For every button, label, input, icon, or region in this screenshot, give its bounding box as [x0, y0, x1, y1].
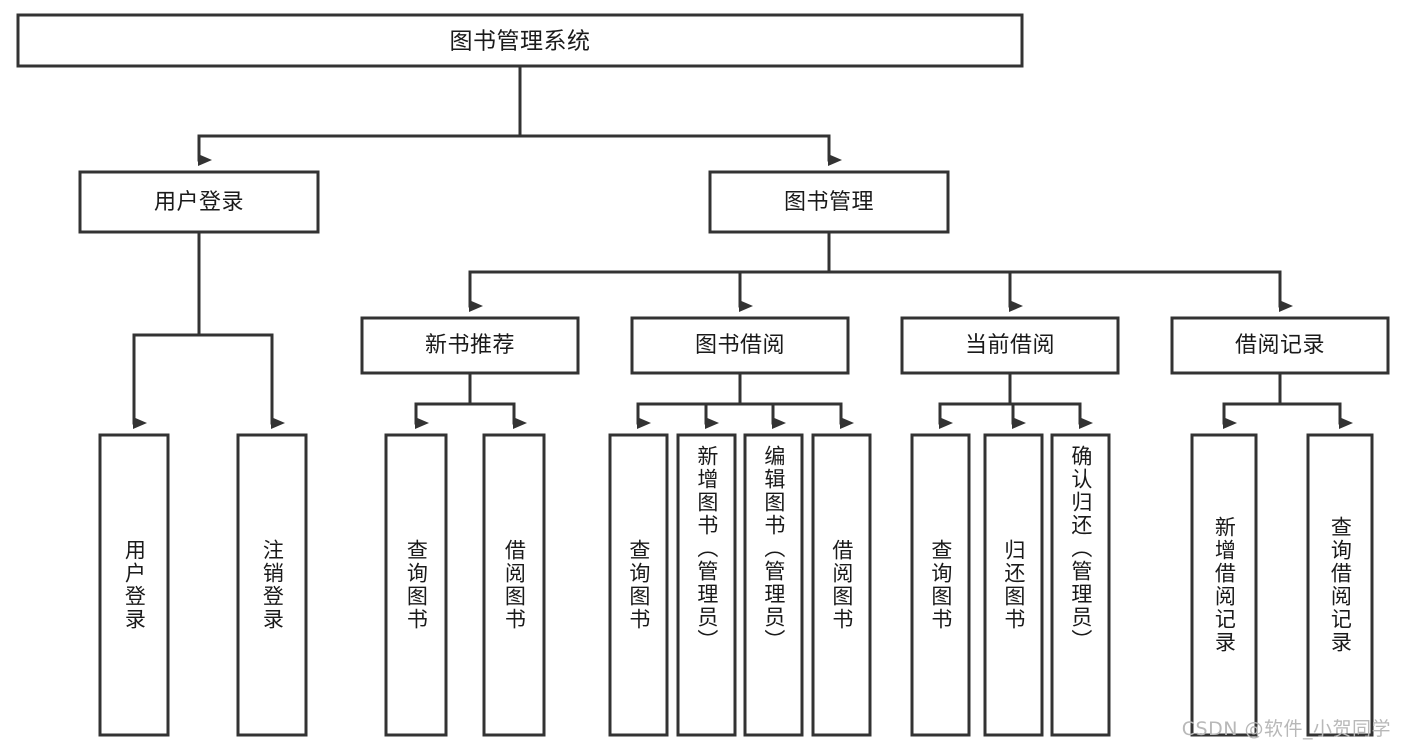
node-book-borrow-label: 图书借阅 — [695, 333, 785, 358]
node-root-system[interactable]: 图书管理系统 — [16, 13, 1024, 68]
connector-group-records-to-leaves — [1222, 371, 1353, 429]
node-new-book-recommend-label: 新书推荐 — [425, 333, 515, 358]
leaf-box-query-books-borrow[interactable] — [608, 433, 669, 737]
node-current-borrow-label: 当前借阅 — [965, 333, 1055, 358]
node-current-borrow[interactable]: 当前借阅 — [900, 316, 1120, 375]
node-book-management[interactable]: 图书管理 — [708, 170, 950, 234]
node-book-management-label: 图书管理 — [784, 190, 874, 215]
leaf-box-add-book-admin[interactable] — [676, 433, 737, 737]
node-user-login[interactable]: 用户登录 — [78, 170, 320, 234]
leaf-box-edit-book-admin[interactable] — [743, 433, 804, 737]
node-book-borrow-box[interactable] — [630, 316, 850, 375]
node-book-management-box[interactable] — [708, 170, 950, 234]
leaf-box-borrow-books[interactable] — [811, 433, 872, 737]
leaf-box-query-books-rec[interactable] — [384, 433, 448, 737]
connector-group-borrow-to-leaves — [636, 371, 854, 429]
node-borrow-records-box[interactable] — [1170, 316, 1390, 375]
leaf-box-add-borrow-record[interactable] — [1190, 433, 1258, 737]
leaf-box-user-login[interactable] — [98, 433, 170, 737]
node-root-system-label: 图书管理系统 — [450, 29, 591, 55]
node-root-system-box[interactable] — [16, 13, 1024, 68]
node-borrow-records[interactable]: 借阅记录 — [1170, 316, 1390, 375]
node-new-book-recommend-box[interactable] — [360, 316, 580, 375]
node-borrow-records-label: 借阅记录 — [1235, 333, 1325, 358]
connector-group-new-books-to-leaves — [414, 371, 527, 429]
leaf-box-borrow-books-rec[interactable] — [482, 433, 546, 737]
node-book-borrow[interactable]: 图书借阅 — [630, 316, 850, 375]
leaf-box-query-books-current[interactable] — [910, 433, 971, 737]
node-current-borrow-box[interactable] — [900, 316, 1120, 375]
watermark: CSDN @软件_小贺同学 — [1181, 718, 1391, 740]
node-new-book-recommend[interactable]: 新书推荐 — [360, 316, 580, 375]
leaf-box-confirm-return-admin[interactable] — [1050, 433, 1111, 737]
connector-group-user-login-to-leaves — [132, 230, 285, 429]
connector-group-root-to-level2 — [197, 64, 842, 166]
node-user-login-box[interactable] — [78, 170, 320, 234]
leaf-box-logout[interactable] — [236, 433, 308, 737]
connector-group-book-mgmt-to-level3 — [468, 230, 1293, 312]
node-user-login-label: 用户登录 — [154, 190, 244, 215]
leaf-box-query-borrow-record[interactable] — [1306, 433, 1374, 737]
connector-group-current-to-leaves — [938, 371, 1093, 429]
leaf-box-return-books[interactable] — [983, 433, 1044, 737]
